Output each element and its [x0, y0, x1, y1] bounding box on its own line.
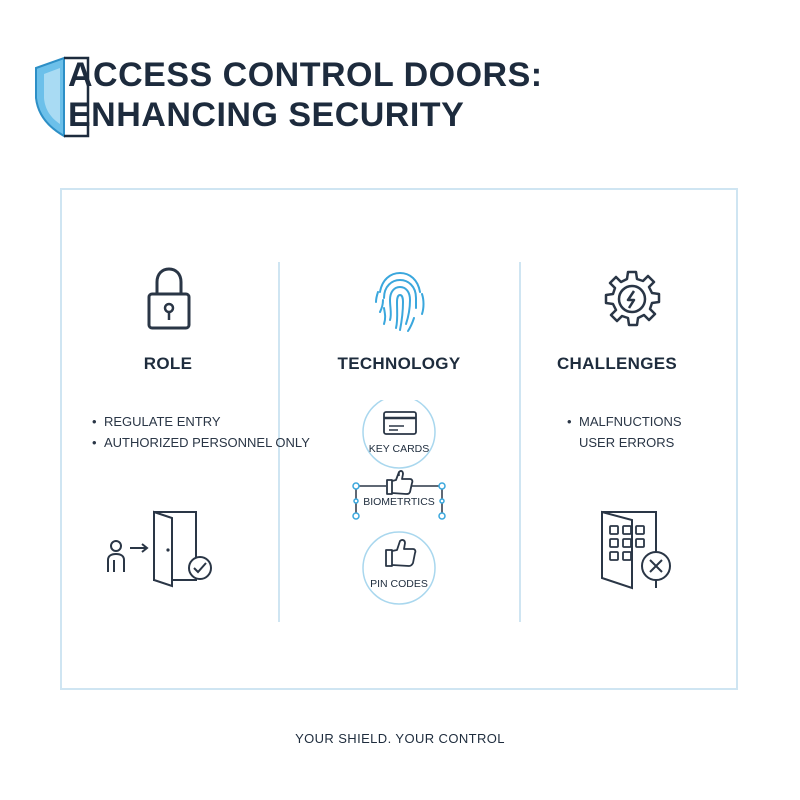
list-item: •MALFNUCTIONS	[567, 414, 682, 429]
title-block: ACCESS CONTROL DOORS: ENHANCING SECURITY	[30, 52, 590, 142]
challenges-heading: CHALLENGES	[556, 354, 678, 373]
page-title-line-2: ENHANCING SECURITY	[68, 96, 465, 134]
key-cards-label: KEY CARDS	[368, 443, 430, 455]
role-bullet-list: •REGULATE ENTRY •AUTHORIZED PERSONNEL ON…	[92, 411, 310, 453]
padlock-icon	[147, 267, 191, 330]
content-panel	[60, 188, 738, 690]
shield-icon	[35, 56, 90, 138]
technology-flow-diagram	[352, 400, 446, 605]
column-divider-left	[278, 262, 280, 622]
key-card-icon	[383, 411, 417, 435]
list-item: USER ERRORS	[579, 435, 675, 450]
challenges-bullet-list: •MALFNUCTIONS USER ERRORS	[567, 411, 682, 453]
footer-tagline: YOUR SHIELD. YOUR CONTROL	[295, 731, 505, 746]
role-heading: ROLE	[143, 354, 193, 373]
list-item: •AUTHORIZED PERSONNEL ONLY	[92, 435, 310, 450]
person-entering-door-icon	[107, 510, 212, 588]
gear-warning-icon	[604, 270, 661, 327]
list-item: •REGULATE ENTRY	[92, 414, 221, 429]
pin-codes-label: PIN CODES	[370, 578, 428, 590]
fingerprint-icon	[375, 271, 425, 332]
technology-heading: TECHNOLOGY	[337, 354, 461, 373]
biometrics-label: BIOMETRTICS	[363, 496, 435, 508]
keypad-error-icon	[601, 510, 671, 590]
column-divider-right	[519, 262, 521, 622]
thumbs-up-icon	[385, 539, 417, 567]
page-title-line-1: ACCESS CONTROL DOORS:	[68, 56, 543, 94]
thumbs-up-icon	[386, 470, 414, 495]
